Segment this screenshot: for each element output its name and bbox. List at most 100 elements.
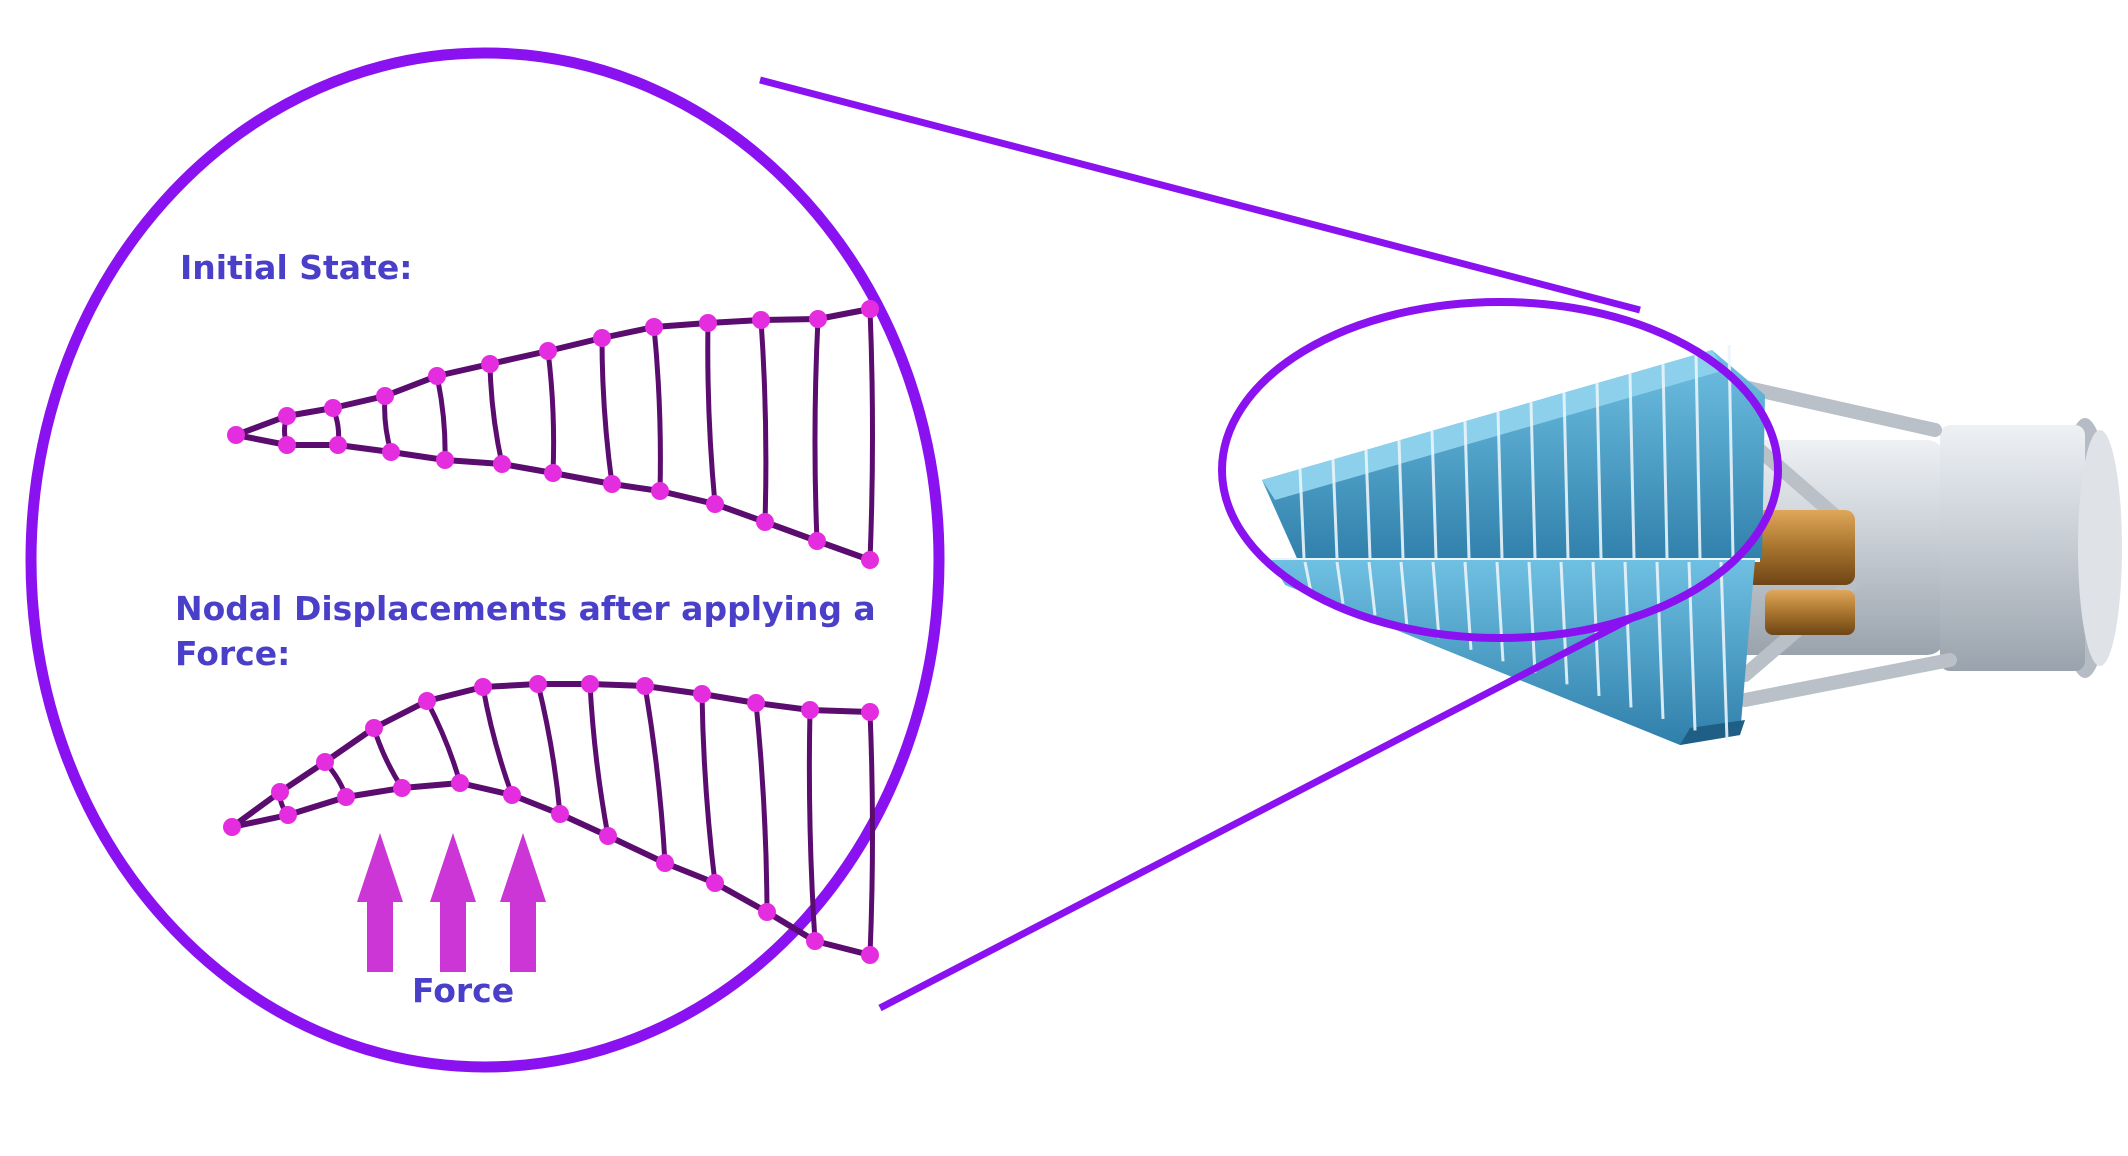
displaced-node [223, 818, 241, 836]
fin-rib [1431, 561, 1441, 639]
displaced-node [316, 753, 334, 771]
displaced-node [636, 677, 654, 695]
lower-finger [1270, 560, 1755, 745]
initial-rib [812, 318, 821, 542]
initial-state-lattice [227, 300, 879, 569]
initial-node [493, 455, 511, 473]
displaced-state-lattice [223, 675, 879, 964]
fin-rib [1298, 468, 1306, 559]
displaced-node [706, 874, 724, 892]
small-focus-ellipse [1218, 298, 1782, 642]
initial-node [861, 300, 879, 318]
displaced-node [279, 806, 297, 824]
displaced-node [656, 854, 674, 872]
zoom-line-top [759, 76, 1641, 314]
initial-node [539, 342, 557, 360]
initial-node [593, 329, 611, 347]
initial-rib [705, 322, 718, 505]
displaced-node [693, 685, 711, 703]
initial-node [428, 367, 446, 385]
force-arrow-3 [500, 833, 546, 972]
displaced-rib [535, 683, 563, 815]
displaced-node [861, 946, 879, 964]
initial-node [706, 495, 724, 513]
force-label: Force [412, 971, 514, 1010]
displaced-node [474, 678, 492, 696]
displaced-node [529, 675, 547, 693]
displaced-rib [867, 711, 875, 956]
initial-node [382, 443, 400, 461]
fin-rib [1367, 561, 1377, 616]
fin-rib [1655, 561, 1665, 719]
initial-node [808, 532, 826, 550]
displaced-node [418, 692, 436, 710]
initial-node [227, 426, 245, 444]
fin-rib [1527, 561, 1537, 673]
displaced-node [801, 701, 819, 719]
fin-rib [1399, 561, 1409, 627]
fin-rib [1364, 449, 1372, 559]
fin-rib [1623, 561, 1633, 708]
fin-rib [1303, 561, 1313, 593]
bronze-hub [1745, 510, 1855, 635]
initial-node [756, 513, 774, 531]
magnifier [25, 47, 1782, 1073]
displaced-node [758, 903, 776, 921]
initial-node [481, 355, 499, 373]
displaced-rib [642, 685, 668, 864]
displaced-node [271, 783, 289, 801]
displaced-state-label-line1: Nodal Displacements after applying a [175, 589, 876, 628]
fin-rib [1661, 364, 1669, 559]
initial-rib [867, 308, 875, 561]
initial-node [603, 475, 621, 493]
displaced-node [451, 774, 469, 792]
displaced-node [581, 675, 599, 693]
fin-rib [1495, 561, 1505, 662]
displaced-node [337, 788, 355, 806]
displaced-rib [587, 683, 611, 837]
initial-node [544, 464, 562, 482]
initial-node [376, 387, 394, 405]
gripper-illustration [1262, 345, 2122, 745]
displaced-node [806, 932, 824, 950]
initial-node [752, 311, 770, 329]
fin-rib [1595, 383, 1603, 559]
fin-rib [1559, 561, 1569, 685]
zoom-circle [25, 47, 945, 1073]
fin-rib [1562, 392, 1570, 559]
initial-rib [487, 363, 505, 465]
fin-rib [1628, 373, 1636, 559]
displaced-node [551, 805, 569, 823]
displaced-node [599, 827, 617, 845]
displaced-node [861, 703, 879, 721]
initial-node [809, 310, 827, 328]
initial-rib [651, 326, 663, 492]
displaced-node [503, 786, 521, 804]
displaced-node [365, 719, 383, 737]
initial-node [699, 314, 717, 332]
initial-node [436, 451, 454, 469]
zoom-line-bottom [878, 611, 1640, 1012]
displaced-node [393, 779, 411, 797]
displaced-state-label-line2: Force: [175, 634, 290, 673]
displaced-rib [699, 693, 718, 884]
initial-node [651, 482, 669, 500]
initial-node [324, 399, 342, 417]
initial-rib [758, 319, 769, 523]
initial-state-label: Initial State: [180, 248, 412, 287]
fin-rib [1719, 561, 1729, 741]
initial-node [278, 407, 296, 425]
fin-rib [1331, 459, 1339, 559]
displaced-node [747, 694, 765, 712]
initial-node [329, 436, 347, 454]
fin-rib [1463, 421, 1471, 559]
fin-rib [1335, 561, 1345, 604]
displaced-rib [480, 686, 515, 796]
initial-rib [599, 337, 615, 485]
initial-rib [545, 350, 557, 474]
initial-node [645, 318, 663, 336]
displaced-rib [806, 709, 818, 942]
fin-rib [1397, 440, 1405, 559]
initial-node [861, 551, 879, 569]
